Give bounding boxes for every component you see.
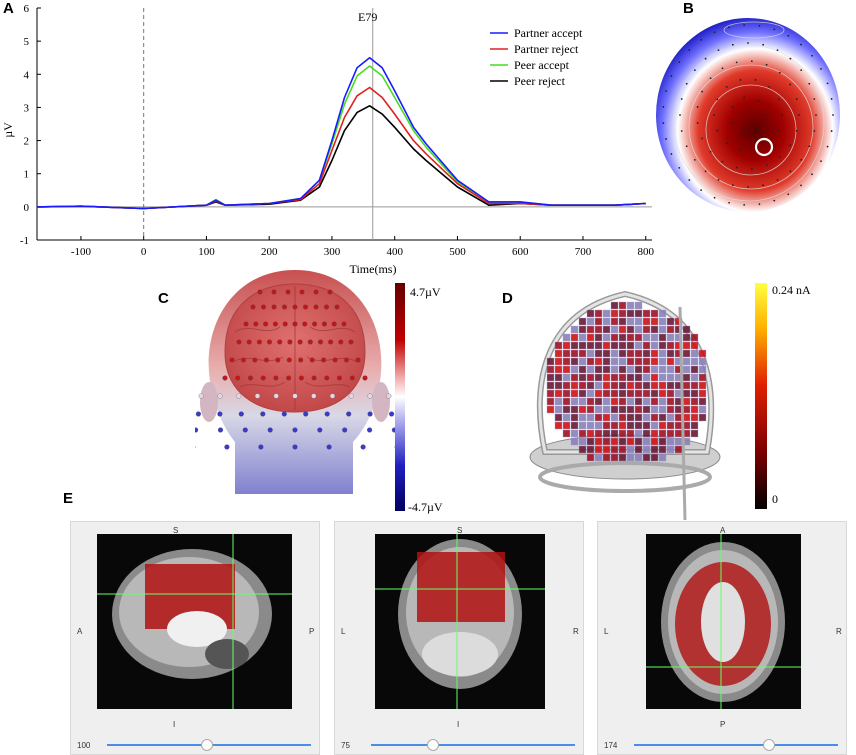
colorbar-c-max: 4.7µV: [410, 285, 441, 299]
x-tick-label: -100: [71, 246, 92, 258]
slice-slider[interactable]: [634, 744, 838, 746]
slice-number: 75: [341, 741, 350, 750]
y-axis-label: µV: [1, 122, 15, 138]
y-tick-label: 2: [24, 136, 30, 148]
colorbar-d: [755, 283, 767, 509]
coronal-slice-image[interactable]: [375, 534, 545, 709]
x-axis-label: Time(ms): [350, 262, 397, 276]
axial-slice-image[interactable]: [646, 534, 801, 709]
panel-label-d: D: [502, 290, 513, 307]
legend-label: Partner accept: [514, 26, 583, 40]
y-tick-label: 4: [24, 69, 30, 81]
colorbar-d-min: 0: [772, 492, 778, 506]
mri-viewer-coronal[interactable]: S I L R 75: [334, 521, 584, 755]
slice-number: 174: [604, 741, 618, 750]
x-tick-label: 400: [386, 246, 403, 258]
colorbar-c: [395, 283, 405, 511]
orient-right: R: [573, 627, 579, 636]
slice-slider[interactable]: [371, 744, 575, 746]
series-line: [36, 56, 646, 210]
y-tick-label: 3: [24, 102, 30, 114]
x-tick-label: 500: [449, 246, 466, 258]
x-tick-label: 800: [637, 246, 654, 258]
erp-chart: -100 0 100 200 300 400 500 600 700 800 -1 0 1 2 3 4 5 6 E…: [1, 3, 654, 276]
slice-slider-knob[interactable]: [201, 739, 213, 751]
y-tick-label: 6: [24, 3, 30, 15]
orient-right: P: [309, 627, 315, 636]
orient-top: A: [720, 526, 726, 535]
x-tick-label: 100: [198, 246, 215, 258]
colorbar-c-min: -4.7µV: [408, 500, 443, 514]
orient-bottom: I: [173, 720, 176, 729]
y-tick-label: 0: [24, 202, 30, 214]
orient-left: A: [77, 627, 83, 636]
series-line: [36, 105, 646, 210]
panel-label-e: E: [63, 490, 74, 507]
panel-label-c: C: [158, 290, 169, 307]
orient-left: L: [604, 627, 609, 636]
mri-viewer-axial[interactable]: A P L R 174: [597, 521, 847, 755]
slice-slider-knob[interactable]: [763, 739, 775, 751]
panel-label-b: B: [683, 0, 694, 17]
orient-top: S: [457, 526, 463, 535]
x-tick-label: 600: [512, 246, 529, 258]
x-tick-label: 200: [261, 246, 278, 258]
x-tick-label: 700: [575, 246, 592, 258]
source-model-d: [529, 290, 721, 521]
legend-label: Peer accept: [514, 58, 570, 72]
y-tick-label: 5: [24, 36, 30, 48]
slice-number: 100: [77, 741, 91, 750]
slice-slider-knob[interactable]: [427, 739, 439, 751]
orient-left: L: [341, 627, 346, 636]
sagittal-slice-image[interactable]: [97, 534, 292, 709]
orient-bottom: I: [457, 720, 460, 729]
colorbar-d-max: 0.24 nA: [772, 283, 811, 297]
legend-label: Peer reject: [514, 74, 566, 88]
orient-top: S: [173, 526, 179, 535]
legend-label: Partner reject: [514, 42, 579, 56]
orient-bottom: P: [720, 720, 726, 729]
electrode-label: E79: [358, 10, 377, 24]
electrode-marker: [754, 137, 774, 157]
panel-label-a: A: [3, 0, 14, 17]
scalp-head-c: [195, 270, 395, 494]
y-tick-label: 1: [24, 169, 30, 181]
mri-viewer-sagittal[interactable]: S I A P 100: [70, 521, 320, 755]
x-tick-label: 300: [324, 246, 341, 258]
orient-right: R: [836, 627, 842, 636]
y-tick-label: -1: [20, 235, 29, 247]
x-tick-label: 0: [141, 246, 147, 258]
topomap-b: [656, 18, 840, 212]
